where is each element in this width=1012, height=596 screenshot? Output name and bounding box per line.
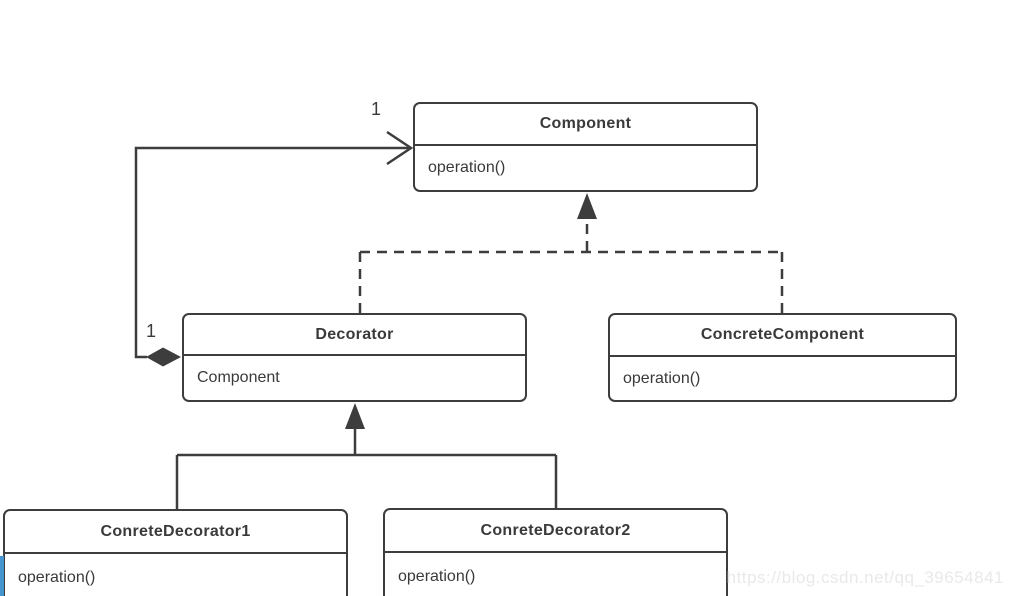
class-member-decorator-component: Component	[197, 369, 280, 386]
inheritance-triangle-icon-component	[577, 193, 597, 219]
class-member-component-operation: operation()	[428, 159, 506, 176]
generalization-connector	[175, 403, 558, 510]
class-member-concrete-component-operation: operation()	[623, 369, 701, 387]
watermark: https://blog.csdn.net/qq_39654841	[726, 568, 1004, 587]
class-box-concrete-decorator1: ConreteDecorator1 operation()	[3, 509, 348, 596]
generalization-line	[175, 427, 558, 510]
open-arrowhead-icon	[386, 130, 414, 166]
class-box-component: Component operation()	[413, 102, 758, 192]
multiplicity-label-decorator: 1	[146, 321, 157, 341]
class-box-decorator: Decorator Component	[182, 313, 527, 402]
class-title-decorator: Decorator	[184, 315, 525, 356]
multiplicity-label-component: 1	[371, 99, 382, 119]
class-box-concrete-component: ConcreteComponent operation()	[608, 313, 957, 402]
class-title-concrete-component: ConcreteComponent	[610, 315, 955, 357]
class-title-component: Component	[415, 104, 756, 146]
class-member-concrete-decorator1-operation: operation()	[18, 569, 96, 586]
realization-connector	[358, 193, 784, 313]
class-title-concrete-decorator1: ConreteDecorator1	[5, 511, 346, 554]
class-title-concrete-decorator2: ConreteDecorator2	[385, 510, 726, 553]
inheritance-triangle-icon-decorator	[345, 403, 365, 429]
left-edge-selection-strip	[0, 556, 4, 596]
class-member-concrete-decorator2-operation: operation()	[398, 568, 476, 585]
class-box-concrete-decorator2: ConreteDecorator2 operation()	[383, 508, 728, 596]
composition-diamond-icon	[146, 347, 181, 367]
